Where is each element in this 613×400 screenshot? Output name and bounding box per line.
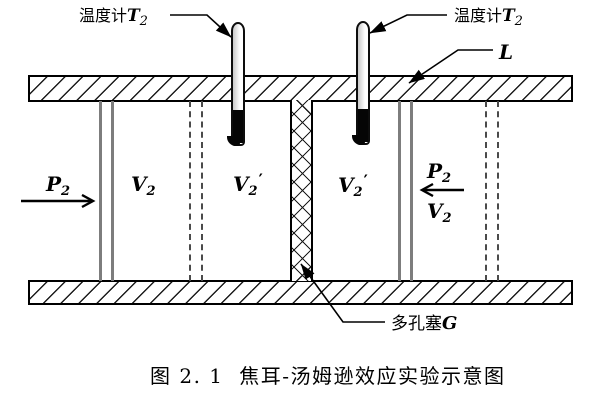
porous-plug-label: 多孔塞G: [391, 313, 457, 335]
volume-left-prime-subscript: 2: [248, 184, 258, 199]
porous-plug-label-cjk: 多孔塞: [391, 314, 442, 334]
leader-arrow-thermometer-left-icon: [170, 14, 232, 38]
tube-top-wall: [28, 75, 573, 102]
volume-right-label: V2: [427, 201, 452, 225]
dashed-line-left-1: [189, 101, 191, 281]
volume-right-subscript: 2: [442, 211, 452, 226]
volume-right-prime-symbol: V: [338, 173, 354, 197]
pressure-right-subscript: 2: [442, 171, 452, 186]
thermometer-right-bulb-tip: [352, 135, 365, 145]
thermometer-left-label-subscript: 2: [139, 14, 148, 29]
volume-left-label: V2: [131, 174, 156, 198]
dashed-line-left-2: [201, 101, 203, 281]
thermometer-left-label: 温度计T2: [79, 6, 148, 28]
thermometer-right-label-symbol: T: [502, 6, 515, 26]
volume-right-symbol: V: [427, 199, 443, 223]
leader-arrow-wall-L-icon: [408, 49, 493, 84]
thermometer-left-label-symbol: T: [127, 6, 140, 26]
porous-plug-label-symbol: G: [442, 313, 458, 334]
thermometer-right-label-cjk: 温度计: [454, 6, 503, 25]
leader-arrow-thermometer-right-icon: [369, 14, 447, 34]
piston-right-line-1: [398, 101, 401, 281]
piston-right-line-2: [410, 101, 413, 281]
pressure-left-symbol: P: [46, 172, 62, 196]
wall-length-label: L: [499, 42, 513, 62]
thermometer-left-mercury: [233, 110, 243, 143]
pressure-left-subscript: 2: [61, 184, 71, 199]
wall-length-symbol: L: [499, 40, 514, 64]
volume-left-prime-mark: ′: [258, 170, 263, 189]
volume-left-prime-symbol: V: [233, 172, 249, 196]
pressure-left-label: P2: [46, 174, 70, 198]
thermometer-left-label-cjk: 温度计: [79, 6, 128, 25]
leader-arrow-porous-plug-icon: [300, 263, 385, 323]
dashed-line-right-1: [485, 101, 487, 281]
tube-bottom-wall: [28, 280, 573, 305]
porous-plug: [290, 100, 313, 281]
volume-left-subscript: 2: [146, 184, 156, 199]
dashed-line-right-2: [497, 101, 499, 281]
thermometer-right-label-subscript: 2: [514, 14, 523, 29]
volume-right-prime-mark: ′: [363, 171, 368, 190]
thermometer-right-label: 温度计T2: [454, 6, 523, 28]
volume-left-prime-label: V2′: [233, 172, 263, 199]
thermometer-right-mercury: [358, 109, 368, 142]
volume-right-prime-subscript: 2: [353, 185, 363, 200]
piston-left-line-2: [111, 101, 114, 281]
figure-caption: 图 2. 1 焦耳-汤姆逊效应实验示意图: [150, 364, 506, 388]
pressure-right-label: P2: [427, 161, 451, 185]
pressure-right-symbol: P: [427, 159, 443, 183]
volume-left-symbol: V: [131, 172, 147, 196]
volume-right-prime-label: V2′: [338, 173, 368, 200]
piston-left-line-1: [99, 101, 102, 281]
thermometer-left-bulb-tip: [227, 136, 240, 146]
